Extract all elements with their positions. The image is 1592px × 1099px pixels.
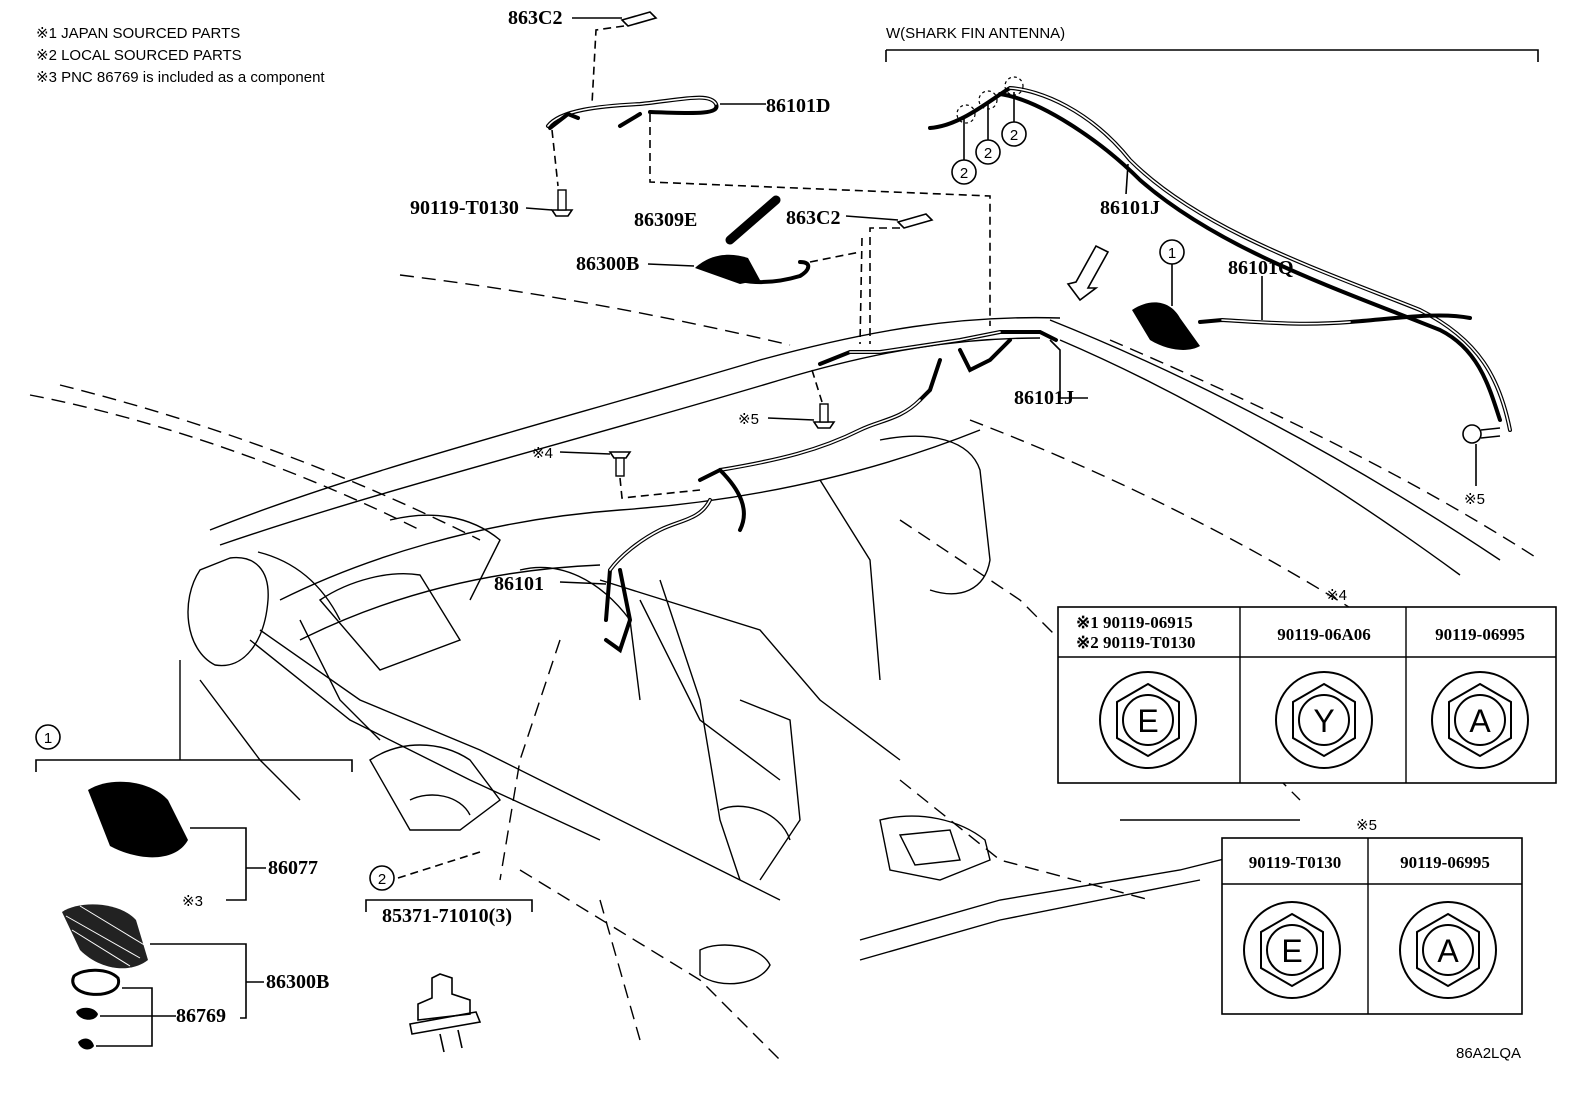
- notes-block: ※1 JAPAN SOURCED PARTS ※2 LOCAL SOURCED …: [36, 25, 325, 86]
- callout-2-clip: 2: [378, 871, 386, 888]
- bolt-table-x4-header-1: ※1 90119-06915: [1076, 613, 1193, 632]
- clip-85371-71010: [365, 899, 533, 1053]
- label-86101q: 86101Q: [1228, 257, 1294, 279]
- note-local-sourced: ※2 LOCAL SOURCED PARTS: [36, 47, 242, 64]
- marker-labels: ※5 ※4 ※5 ※3 W(SHARK FIN ANTENNA): [182, 25, 1485, 910]
- bolt-table-x5-title: ※5: [1356, 817, 1377, 834]
- antenna-group-title: W(SHARK FIN ANTENNA): [886, 25, 1065, 42]
- part-labels: 863C2 86101D 90119-T0130 86309E 863C2 86…: [176, 7, 1294, 1027]
- callout-1-antenna: 1: [1168, 245, 1176, 262]
- figure-code: 86A2LQA: [1456, 1045, 1521, 1062]
- bolt-table-x4-header-4: 90119-06995: [1435, 625, 1525, 644]
- marker-x5-mid: ※5: [738, 411, 759, 428]
- bolt-table-x4: ※4 ※1 90119-06915 ※2 90119-T0130 90119-0…: [1057, 587, 1557, 784]
- callout-1-detail: 1: [44, 730, 52, 747]
- antenna-cord-86101q: [1198, 313, 1472, 326]
- label-86101: 86101: [494, 573, 544, 595]
- note-japan-sourced: ※1 JAPAN SOURCED PARTS: [36, 25, 240, 42]
- bolt-letter-a-x4: A: [1469, 703, 1491, 739]
- label-85371-71010: 85371-71010(3): [382, 905, 512, 927]
- bolt-table-x4-header-3: 90119-06A06: [1277, 625, 1371, 644]
- callout-2-a: 2: [960, 165, 968, 182]
- gasket-86769: [71, 968, 121, 996]
- antenna-assembly-86300b-top: [695, 254, 811, 285]
- bolt-letter-e-x5: E: [1281, 933, 1302, 969]
- connector-863c2-mid: [896, 213, 934, 229]
- label-863c2-mid: 863C2: [786, 207, 840, 229]
- label-86300b-bottom: 86300B: [266, 971, 329, 993]
- bolt-table-x4-title: ※4: [1326, 587, 1347, 604]
- label-86101j-upper: 86101J: [1100, 197, 1160, 219]
- bolt-head-y-x4: Y: [1275, 671, 1373, 769]
- bolt-table-x5: ※5 90119-T0130 90119-06995 E A: [1221, 817, 1523, 1015]
- bolt-letter-a-x5: A: [1437, 933, 1459, 969]
- connector-863c2-top: [620, 11, 658, 27]
- callout-2-c: 2: [1010, 127, 1018, 144]
- marker-x3: ※3: [182, 893, 203, 910]
- label-90119-t0130: 90119-T0130: [410, 197, 519, 219]
- shark-fin-cover-right: [1132, 302, 1200, 350]
- label-86300b-top: 86300B: [576, 253, 639, 275]
- label-86077: 86077: [268, 857, 318, 879]
- bolt-head-e-x4: E: [1099, 671, 1197, 769]
- antenna-cord-86101d: [546, 95, 719, 130]
- clip-86769-a: [76, 1007, 98, 1020]
- callout-2-b: 2: [984, 145, 992, 162]
- circled-callouts: 1 2 2 2 1 2: [35, 121, 1185, 891]
- antenna-cord-86101j-main: [928, 85, 1512, 432]
- shark-fin-cover-86077: [88, 781, 188, 858]
- bolt-head-a-x5: A: [1399, 901, 1497, 999]
- bolt-x5-mid: [812, 403, 836, 429]
- label-86101d: 86101D: [766, 95, 830, 117]
- note-pnc-component: ※3 PNC 86769 is included as a component: [36, 69, 325, 86]
- label-86769: 86769: [176, 1005, 226, 1027]
- clip-86769-b: [78, 1038, 94, 1050]
- bolt-x5-right: [1462, 424, 1501, 444]
- bolt-table-x5-header-2: 90119-06995: [1400, 853, 1490, 872]
- bolt-head-e-x5: E: [1243, 901, 1341, 999]
- bolt-90119-t0130: [550, 189, 574, 217]
- bolt-x4-mid: [608, 451, 632, 477]
- antenna-cord-86101j-roof: [818, 330, 1058, 402]
- detail-1-antenna-breakdown: [35, 759, 353, 1050]
- bolt-head-a-x4: A: [1431, 671, 1529, 769]
- leader-lines: [397, 17, 1539, 879]
- antenna-base-86300b: [62, 904, 148, 969]
- view-direction-arrow: [1066, 244, 1110, 302]
- marker-x5-right: ※5: [1464, 491, 1485, 508]
- marker-x4-mid: ※4: [532, 445, 553, 462]
- label-86309e: 86309E: [634, 209, 697, 231]
- bolt-letter-y-x4: Y: [1313, 703, 1334, 739]
- bolt-table-x4-header-2: ※2 90119-T0130: [1076, 633, 1196, 652]
- label-863c2-top: 863C2: [508, 7, 562, 29]
- antenna-rod-86309e: [725, 195, 781, 245]
- bolt-letter-e-x4: E: [1137, 703, 1158, 739]
- bolt-table-x5-header-1: 90119-T0130: [1249, 853, 1342, 872]
- label-86101j-lower: 86101J: [1014, 387, 1074, 409]
- antenna-cord-86101: [604, 398, 922, 654]
